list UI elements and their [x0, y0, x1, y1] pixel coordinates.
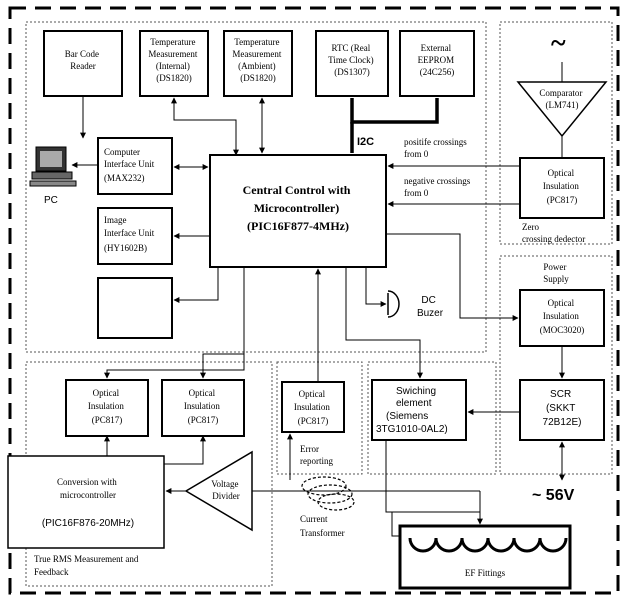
eeprom-block [399, 30, 475, 97]
pc-label: PC [44, 195, 58, 206]
optical-zero-label: Optical Insulation (PC817) [543, 168, 581, 205]
computer-interface-label: Computer Interface Unit (MAX232) [104, 147, 156, 183]
temp-ambient-label: Temperature Measurement (Ambient) (DS182… [232, 37, 283, 83]
optical-1-label: Optical Insulation (PC817) [88, 388, 126, 425]
positive-crossings-label: positife crossings from 0 [404, 137, 469, 159]
comparator-label: Comparator (LM741) [539, 88, 584, 110]
rtc-label: RTC (Real Time Clock) (DS1307) [328, 43, 376, 77]
switching-element-block [371, 379, 467, 441]
optical-error-label: Optical Insulation (PC817) [294, 389, 332, 426]
display-block [97, 277, 173, 339]
error-reporting-label: Error reporting [300, 444, 333, 466]
main-control-region [25, 21, 487, 353]
temp-internal-label: Temperature Measurement (Internal) (DS18… [148, 37, 199, 83]
image-interface-label: Image Interface Unit (HY1602B) [104, 215, 156, 253]
i2c-label: I2C [357, 136, 374, 148]
optical-error-block [281, 381, 345, 433]
zero-crossing-region [499, 21, 613, 245]
barcode-reader-label: Bar Code Reader [65, 49, 102, 71]
ef-fittings-label: EF Fittings [465, 568, 506, 578]
scr-block [519, 379, 605, 441]
optical-power-label: Optical Insulation (MOC3020) [540, 298, 585, 335]
ac-source-symbol: ~ [551, 28, 566, 59]
optical-power-block [519, 289, 605, 347]
i2c-bus [350, 98, 439, 153]
switching-element-label: Swiching element (Siemens 3TG1010-0AL2) [376, 386, 448, 435]
conversion-label: Conversion with microcontroller [57, 477, 119, 500]
current-transformer-label: Current Transformer [300, 514, 345, 538]
conversion-block [7, 455, 165, 549]
connections [71, 62, 565, 537]
error-reporting-region [276, 361, 363, 475]
central-control-block [209, 154, 387, 268]
optical-1-block [65, 379, 149, 437]
optical-2-label: Optical Insulation (PC817) [184, 388, 222, 425]
image-interface-block [97, 207, 173, 265]
barcode-reader-block [43, 30, 123, 97]
zero-crossing-label: Zero crossing dedector [522, 222, 585, 244]
computer-interface-block [97, 137, 173, 195]
scr-label: SCR (SKKT 72B12E) [543, 389, 582, 428]
power-supply-region [499, 255, 613, 475]
region-boundaries [25, 21, 613, 587]
voltage-56v-label: ~ 56V [532, 487, 575, 504]
power-supply-label: Power Supply [543, 262, 569, 284]
temp-internal-block [139, 30, 209, 97]
dc-buzzer-label: DC Buzer [417, 295, 444, 319]
ef-fittings-block [398, 524, 572, 590]
ef-heating-coil [408, 537, 568, 553]
dc-buzzer-icon [387, 290, 400, 318]
conversion-model-label: (PIC16F876-20MHz) [42, 518, 134, 529]
central-control-label: Central Control with Microcontroller) (P… [243, 183, 354, 233]
outer-frame [8, 6, 620, 595]
temp-ambient-block [223, 30, 293, 97]
switching-region [367, 361, 497, 475]
current-transformer-coil [301, 476, 355, 511]
pc-icon [29, 146, 77, 187]
eeprom-label: External EEPROM (24C256) [418, 43, 457, 77]
true-rms-label: True RMS Measurement and Feedback [34, 554, 141, 577]
voltage-divider-label: Voltage Divider [211, 479, 241, 501]
negative-crossings-label: negative crossings from 0 [404, 176, 472, 198]
rtc-block [315, 30, 389, 97]
